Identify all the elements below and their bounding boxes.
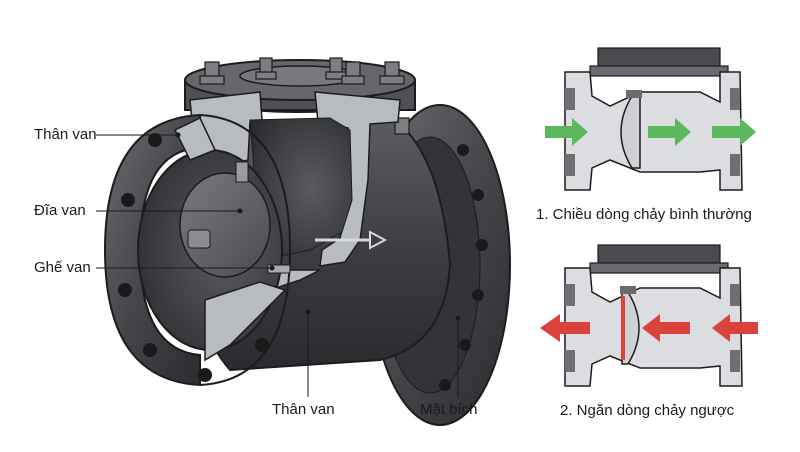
forward-arrows — [545, 118, 756, 146]
flow-arrow-icon — [315, 230, 388, 250]
label-disc: Đĩa van — [34, 202, 86, 219]
arrow-right-icon — [712, 118, 756, 146]
caption-reverse-flow: 2. Ngăn dòng chảy ngược — [560, 402, 735, 419]
arrow-right-icon — [648, 118, 691, 146]
caption-normal-flow: 1. Chiều dòng chảy bình thường — [536, 206, 752, 223]
reverse-arrows — [540, 314, 758, 342]
arrow-left-icon — [712, 314, 758, 342]
arrow-left-icon — [540, 314, 590, 342]
arrow-left-icon — [642, 314, 690, 342]
valve-seat — [267, 264, 291, 274]
panel-reverse-flow — [540, 244, 758, 387]
arrow-right-icon — [545, 118, 588, 146]
label-body-bottom: Thân van — [272, 401, 335, 418]
valve-disc — [179, 161, 271, 278]
callouts — [96, 132, 461, 397]
label-flange: Mặt bích — [420, 401, 478, 418]
label-body-left: Thân van — [34, 126, 97, 143]
valve-illustration — [96, 57, 511, 426]
panel-normal-flow — [545, 47, 756, 191]
label-seat: Ghế van — [34, 259, 91, 276]
